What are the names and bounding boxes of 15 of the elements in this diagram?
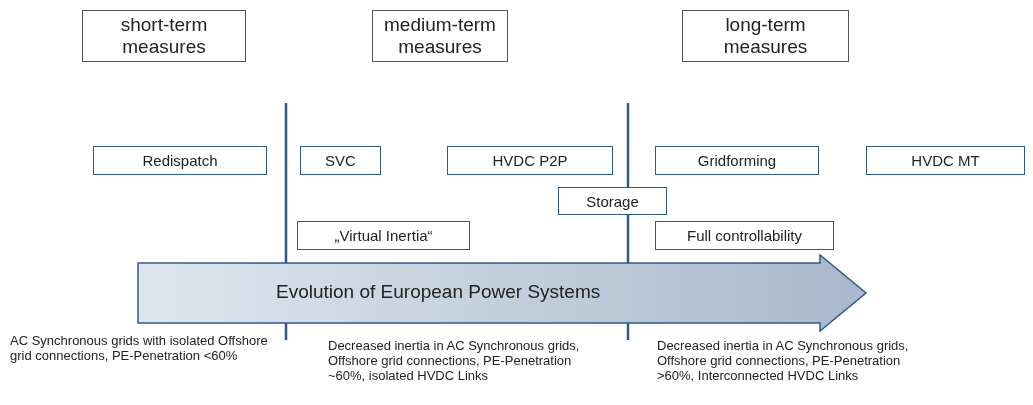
measure-box: „Virtual Inertia“ — [297, 221, 470, 250]
measure-box: Gridforming — [655, 146, 819, 175]
measure-box: HVDC P2P — [447, 146, 613, 175]
measure-box: SVC — [300, 146, 381, 175]
description-text: Decreased inertia in AC Synchronous grids, Offshore grid connections, PE-Penetration ~60%, isolated HVDC Links — [328, 338, 581, 383]
measure-box: Redispatch — [93, 146, 267, 175]
header-box: short-term measures — [82, 10, 246, 62]
header-box: medium-term measures — [372, 10, 508, 62]
measure-box: HVDC MT — [866, 146, 1025, 175]
measure-box: Storage — [558, 187, 667, 215]
description-text: Decreased inertia in AC Synchronous grids, Offshore grid connections, PE-Penetration >60%, Interconnected HVDC Links — [657, 338, 910, 383]
description-text: AC Synchronous grids with isolated Offshore grid connections, PE-Penetration <60% — [10, 333, 269, 363]
measure-box: Full controllability — [655, 221, 834, 250]
header-box: long-term measures — [682, 10, 849, 62]
arrow-label: Evolution of European Power Systems — [276, 281, 601, 303]
